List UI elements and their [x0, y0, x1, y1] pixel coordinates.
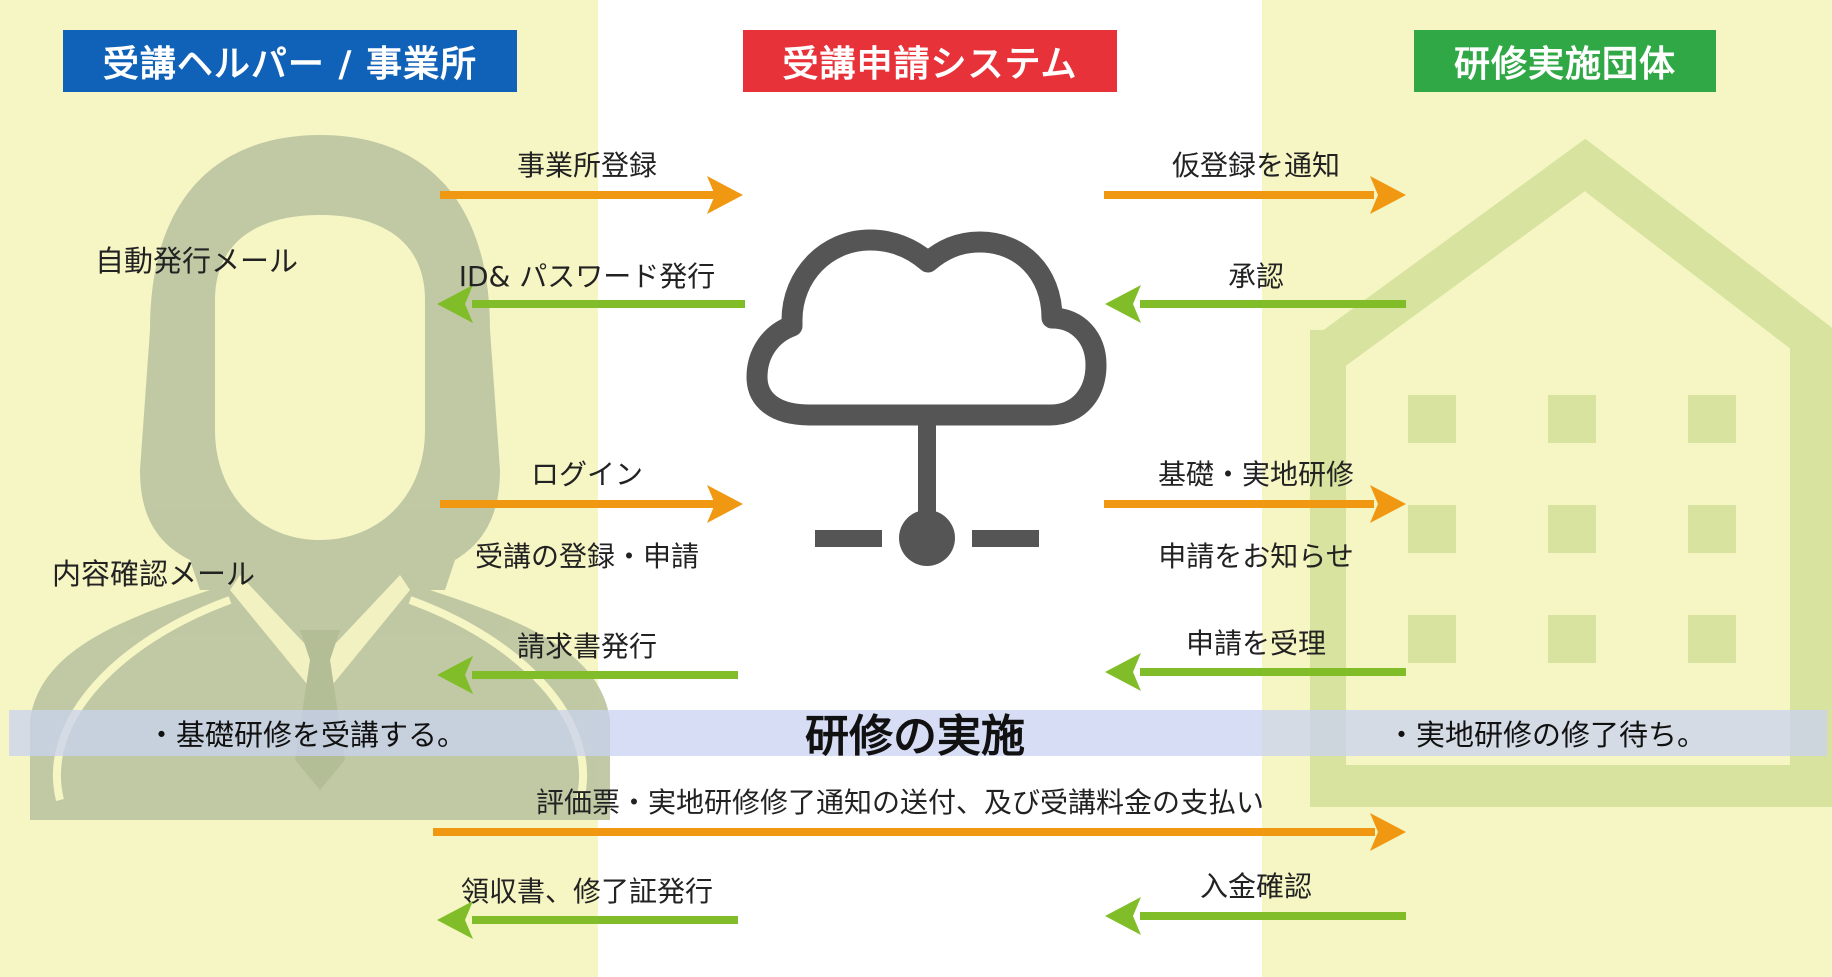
notify-application-label: 申請をお知らせ [1158, 540, 1354, 573]
id-password-issue-label: ID& パスワード発行 [458, 260, 716, 293]
arrow-office-registration [440, 176, 743, 214]
arrow-accept-application [1105, 653, 1406, 691]
arrow-notify-temp-registration [1104, 176, 1406, 214]
training-organization-title: 研修実施団体 [1453, 44, 1676, 85]
arrow-basic-practical-training [1104, 485, 1406, 523]
arrow-evaluation-and-payment [433, 813, 1406, 851]
band-left-text: ・基礎研修を受講する。 [147, 718, 467, 752]
basic-practical-training-label: 基礎・実地研修 [1157, 458, 1355, 491]
notify-temp-registration-label: 仮登録を通知 [1171, 149, 1341, 182]
invoice-issue-label: 請求書発行 [516, 630, 658, 663]
course-registration-label: 受講の登録・申請 [474, 540, 700, 573]
office-registration-label: 事業所登録 [516, 149, 658, 182]
evaluation-payment-label: 評価票・実地研修修了通知の送付、及び受講料金の支払い [535, 786, 1265, 819]
auto-mail-note: 自動発行メール [95, 244, 299, 278]
accept-application-label: 申請を受理 [1185, 627, 1327, 660]
application-system-title: 受講申請システム [782, 44, 1078, 85]
arrow-receipt-certificate-issue [437, 901, 738, 939]
receipt-certificate-label: 領収書、修了証発行 [460, 875, 714, 908]
helper-office-title: 受講ヘルパー / 事業所 [102, 44, 478, 85]
approval-label: 承認 [1227, 260, 1285, 293]
helper-office-tag: 受講ヘルパー / 事業所 [63, 30, 517, 92]
band-title: 研修の実施 [805, 711, 1025, 762]
login-label: ログイン [530, 458, 644, 491]
band-right-text: ・実地研修の修了待ち。 [1387, 718, 1707, 752]
application-system-tag: 受講申請システム [743, 30, 1117, 92]
arrow-approval [1105, 285, 1406, 323]
training-band [9, 710, 1827, 756]
arrow-payment-confirmation [1105, 897, 1406, 935]
payment-confirmation-label: 入金確認 [1199, 870, 1313, 903]
content-mail-note: 内容確認メール [52, 557, 256, 591]
training-organization-tag: 研修実施団体 [1414, 30, 1716, 92]
arrow-id-password-issue [437, 285, 745, 323]
arrow-invoice-issue [437, 656, 738, 694]
arrow-login [440, 485, 743, 523]
